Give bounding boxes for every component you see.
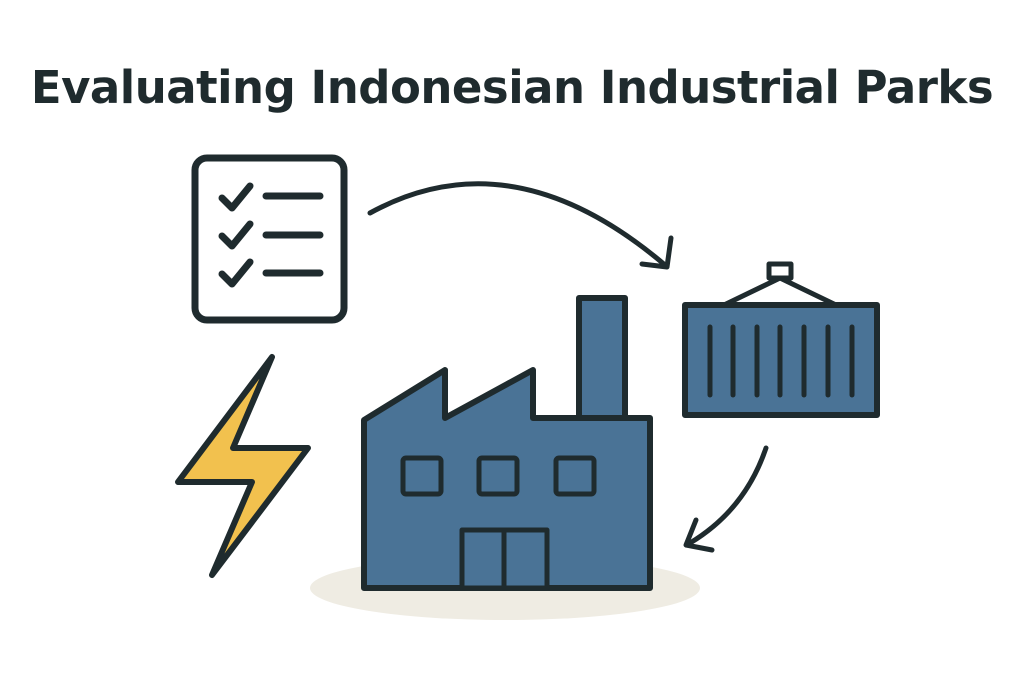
factory-icon — [361, 295, 653, 591]
lightning-bolt-icon — [175, 354, 311, 578]
shipping-container-icon — [682, 261, 880, 418]
checklist-icon — [191, 154, 348, 324]
curved-arrow-icon — [683, 445, 769, 553]
curved-arrow-icon — [367, 181, 674, 270]
diagram-title: Evaluating Indonesian Industrial Parks — [30, 61, 994, 114]
